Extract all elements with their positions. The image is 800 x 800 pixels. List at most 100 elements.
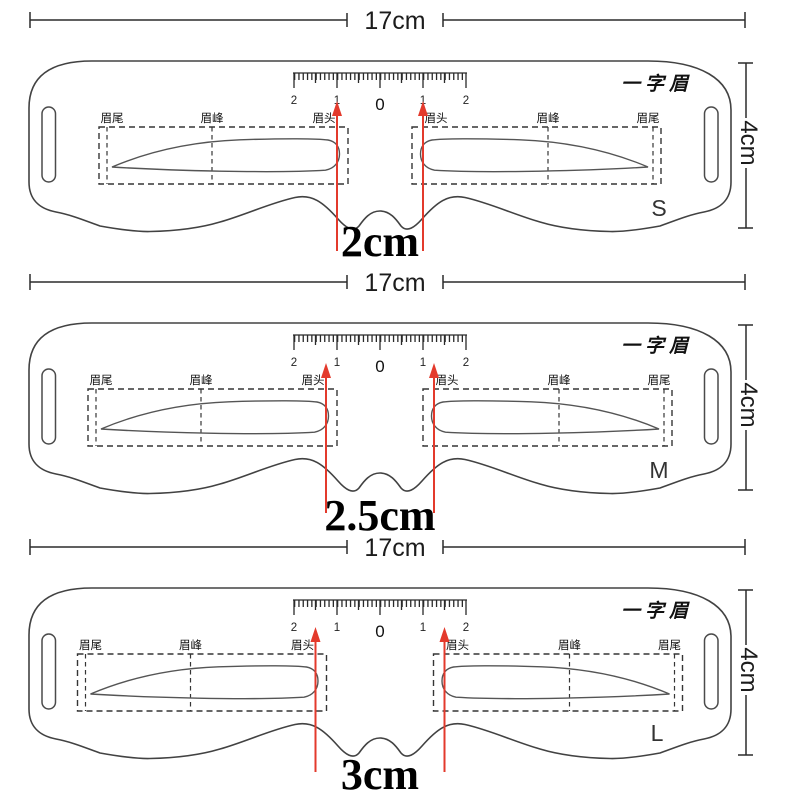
ruler-tick-label: 1 <box>334 622 340 634</box>
hanging-slot-left <box>41 633 57 710</box>
ruler-half-ticks <box>314 335 446 345</box>
brow-guide-box-left <box>76 653 328 712</box>
brow-guide-box-right <box>432 653 684 712</box>
center-ruler: 2 1 0 1 2 <box>291 599 469 641</box>
width-dimension-line <box>29 12 746 28</box>
gap-measurement-label: 2.5cm <box>324 491 435 540</box>
ruler-tick-label: 2 <box>463 622 469 634</box>
height-dimension: 4cm <box>735 324 762 491</box>
height-dimension-line <box>738 62 753 229</box>
stencil-outline <box>28 587 732 760</box>
brow-label: 眉峰 <box>190 374 213 387</box>
gap-measure-arrows <box>332 101 428 251</box>
brow-guide-box-right <box>422 388 673 447</box>
brow-cutout-left <box>90 665 319 700</box>
ruler-tick-label: 1 <box>334 357 340 369</box>
brow-label: 眉头 <box>436 374 459 387</box>
brow-label: 眉峰 <box>558 639 581 652</box>
brow-cutout-left <box>100 400 330 435</box>
brow-label: 眉头 <box>313 112 336 125</box>
brow-label: 眉头 <box>446 639 469 652</box>
brow-cutout-right <box>441 665 670 700</box>
brow-label: 眉峰 <box>201 112 224 125</box>
arrow-up-icon <box>418 101 428 116</box>
size-label: S <box>651 195 666 221</box>
brow-label: 眉峰 <box>548 374 571 387</box>
hanging-slot-right <box>703 106 719 183</box>
ruler-tick-label: 2 <box>291 357 297 369</box>
brow-label: 眉头 <box>302 374 325 387</box>
hanging-slot-left <box>41 106 57 183</box>
width-dimension-line <box>29 539 746 555</box>
height-dimension-line <box>738 589 753 756</box>
brow-label: 眉头 <box>291 639 314 652</box>
gap-measurement-label: 3cm <box>341 750 419 799</box>
brow-cutout-left <box>111 138 341 173</box>
height-dimension: 4cm <box>735 589 762 756</box>
height-dimension-label: 4cm <box>735 647 762 692</box>
brow-label: 眉尾 <box>90 374 113 387</box>
brow-label: 眉尾 <box>648 374 671 387</box>
width-dimension: 17cm <box>29 534 746 562</box>
center-ruler: 2 1 0 1 2 <box>291 72 469 114</box>
width-dimension-line <box>29 274 746 290</box>
stencil-l: 17cm 2 1 0 1 2 眉尾 眉峰 眉头 眉头 眉峰 眉尾 一字眉 L <box>28 534 762 799</box>
hanging-slot-right <box>703 633 719 710</box>
brow-label: 眉峰 <box>537 112 560 125</box>
ruler-half-ticks <box>314 600 446 610</box>
height-dimension-label: 4cm <box>735 120 762 165</box>
size-label: L <box>651 720 664 746</box>
gap-measurement-label: 2cm <box>341 217 419 266</box>
hanging-slot-left <box>41 368 57 445</box>
width-dimension: 17cm <box>29 7 746 35</box>
brow-style-label: 一字眉 <box>621 73 693 95</box>
width-dimension-label: 17cm <box>364 534 425 562</box>
width-dimension-label: 17cm <box>364 7 425 35</box>
arrow-up-icon <box>321 363 331 378</box>
brow-label: 眉尾 <box>79 639 102 652</box>
brow-style-label: 一字眉 <box>621 335 693 357</box>
brow-style-label: 一字眉 <box>621 600 693 622</box>
size-label: M <box>649 457 668 483</box>
arrow-up-icon <box>439 627 450 642</box>
brow-cutout-right <box>430 400 660 435</box>
ruler-tick-label: 2 <box>291 95 297 107</box>
ruler-tick-label: 2 <box>463 95 469 107</box>
ruler-tick-label: 2 <box>291 622 297 634</box>
ruler-tick-label: 0 <box>375 95 384 114</box>
stencil-m: 17cm 2 1 0 1 2 眉尾 眉峰 眉头 眉头 眉峰 眉尾 一字眉 M <box>28 269 762 540</box>
gap-measure-arrows <box>310 627 450 772</box>
stencil-outline <box>28 322 732 495</box>
height-dimension-label: 4cm <box>735 382 762 427</box>
stencil-outline <box>28 60 732 233</box>
ruler-tick-label: 2 <box>463 357 469 369</box>
ruler-tick-label: 1 <box>420 622 426 634</box>
brow-cutout-right <box>419 138 649 173</box>
brow-guide-box-right <box>411 126 662 185</box>
ruler-tick-label: 0 <box>375 357 384 376</box>
arrow-up-icon <box>429 363 439 378</box>
brow-label: 眉尾 <box>101 112 124 125</box>
brow-label: 眉头 <box>425 112 448 125</box>
height-dimension-line <box>738 324 753 491</box>
ruler-half-ticks <box>314 73 446 83</box>
width-dimension-label: 17cm <box>364 269 425 297</box>
ruler-major-ticks <box>293 600 467 615</box>
height-dimension: 4cm <box>735 62 762 229</box>
gap-measure-arrows <box>321 363 439 513</box>
brow-guide-box-left <box>98 126 349 185</box>
brow-label: 眉峰 <box>179 639 202 652</box>
stencil-s: 17cm 2 1 0 1 2 眉尾 眉峰 眉头 眉头 眉峰 眉尾 一字眉 S <box>28 7 762 266</box>
arrow-up-icon <box>310 627 321 642</box>
hanging-slot-right <box>703 368 719 445</box>
brow-guide-box-left <box>87 388 338 447</box>
ruler-tick-label: 1 <box>420 357 426 369</box>
arrow-up-icon <box>332 101 342 116</box>
center-ruler: 2 1 0 1 2 <box>291 334 469 376</box>
ruler-tick-label: 0 <box>375 622 384 641</box>
width-dimension: 17cm <box>29 269 746 297</box>
ruler-major-ticks <box>293 335 467 350</box>
brow-label: 眉尾 <box>637 112 660 125</box>
